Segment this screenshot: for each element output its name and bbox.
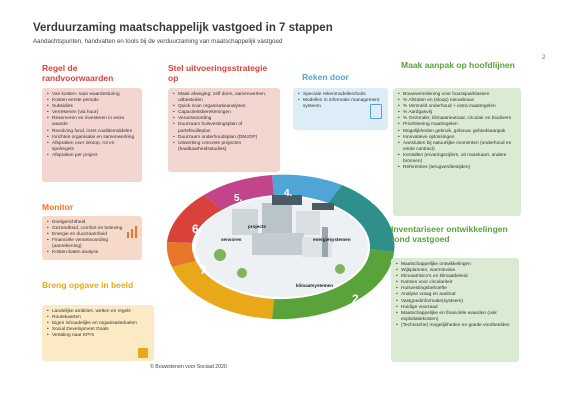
list-item: Kosten-baten analyse [47,250,137,256]
step-4-title: Reken door [302,72,349,82]
list-item: Routekaarten [47,315,149,321]
list-item: Kansen voor circulariteit [396,280,514,286]
list-item: Duurzaam huisvestingsplan of portefeuill… [173,122,275,134]
step-1-title: Breng opgave in beeld [42,280,134,290]
step-1-panel: Landelijke ambities, wetten en regels Ro… [42,305,154,361]
list-item: Kentallen (ervaringscijfers, uit routeka… [398,153,516,165]
list-item: Verrekenen (via huur) [47,110,137,116]
step-7-panel: Doelgerichtheid Gezondheid, comfort en b… [42,216,142,260]
list-item: Bouwverordening voor houssjaarklassen [398,92,516,98]
list-item: Duurzaam onderhoudsplan (DMJOP) [173,135,275,141]
list-item: Speciale rekenmodellen/tools [298,92,383,98]
list-item: Landelijke ambities, wetten en regels [47,309,149,315]
step-number-5: 5. [234,193,243,204]
step-number-6: 6. [192,222,203,236]
list-item: Uitwerking concrete projecten (haalbaarh… [173,141,275,153]
list-item: Maatschappelijke ontwikkelingen [396,262,514,268]
ring-segment-2 [272,249,394,320]
step-5-list: Maak afweging: zelf doen, samenwerken, u… [173,92,275,153]
step-number-2: 2. [352,292,363,306]
list-item: Financiële verantwoording (aanrekening) [47,238,137,250]
ring-segment-7 [166,242,196,267]
list-item: Eigen inhoudelijke en organisatiedoelen [47,321,149,327]
list-item: Social Development Goals [47,327,149,333]
list-item: % Aardgasvrij [398,110,516,116]
list-item: Afspraken per project [47,153,137,159]
step-3-list: Bouwverordening voor houssjaarklassen % … [398,92,516,171]
list-item: Doelgerichtheid [47,220,137,226]
step-3-panel: Bouwverordening voor houssjaarklassen % … [393,88,521,216]
list-item: Maatschappelijke en financiële waarden (… [396,311,514,323]
step-6-title: Regel de randvoorwaarden [42,63,114,83]
list-item: % Afstoten en (sloop) nieuwbouw [398,98,516,104]
cycle-ring [166,174,395,320]
step-2-panel: Maatschappelijke ontwikkelingen Wijkplan… [391,258,519,362]
ring-segment-6 [167,195,222,243]
list-item: Afspraken over inkoop, rol en spelregels [47,141,137,153]
step-1-list: Landelijke ambities, wetten en regels Ro… [47,309,149,340]
list-item: Wijkplannen, warmtevisie [396,268,514,274]
list-item: Mogelijkheden gebruik, gebouw, gebiedsaa… [398,129,516,135]
list-item: Subsidies [47,104,137,110]
step-2-list: Maatschappelijke ontwikkelingen Wijkplan… [396,262,514,329]
list-item: % Versneld onderhoud + extra maatregelen [398,104,516,110]
list-item: Gezondheid, comfort en beleving [47,226,137,232]
label-projects: projects [248,224,266,229]
list-item: Innovatieve oplossingen [398,135,516,141]
list-item: Kosten eerste periode [47,98,137,104]
list-item: Klimaatrisico’s en klimaatbeleid [396,274,514,280]
list-item: Vastgoedinformatie(systeem) [396,299,514,305]
step-5-title: Stel uitvoeringsstrategie op [168,63,268,83]
calendar-icon [138,348,148,358]
bar-chart-icon [127,226,137,238]
list-item: Quick scan organisatieanalyses [173,104,275,110]
list-item: Revolving fund, inzet coalitiemiddelen [47,129,137,135]
label-sensoren: sensoren [221,237,242,242]
list-item: Aansluiten bij natuurlijke momenten (ond… [398,141,516,153]
list-item: Referenties (terugverdientijden) [398,165,516,171]
step-number-1: 1. [155,288,166,302]
label-energiesystemen: energiesystemen [313,237,351,242]
step-6-list: Van kosten- naar waardesturing Kosten ee… [47,92,137,159]
copyright: © Bouwstenen voor Sociaal 2020 [150,364,227,370]
ring-segment-3 [328,185,395,252]
list-item: Reserveren en investeren in extra waarde [47,116,137,128]
list-item: Analyse vraag en aanbod [396,292,514,298]
list-item: Huisvestingsbehoefte [396,286,514,292]
list-item: Verantwoording [173,116,275,122]
list-item: Van kosten- naar waardesturing [47,92,137,98]
step-number-7: 7. [200,263,211,277]
list-item: Modellen in informatie management systee… [298,98,383,110]
list-item: Capaciteitsberekeningen [173,110,275,116]
list-item: Maak afweging: zelf doen, samenwerken, u… [173,92,275,104]
list-item: Prioritisering maatregelen [398,122,516,128]
list-item: Inrichten organisatie en samenwerking [47,135,137,141]
step-7-title: Monitor [42,202,74,212]
step-6-panel: Van kosten- naar waardesturing Kosten ee… [42,88,142,182]
list-item: (Technische) mogelijkheden en goede voor… [396,323,514,329]
ring-segment-5 [204,175,274,210]
step-number-4: 4. [284,188,293,199]
calculator-icon [370,104,382,119]
page-subtitle: Aandachtspunten, handvatten en tools bij… [33,38,283,45]
list-item: % Gezonder, klimaatneutraal, circulair e… [398,116,516,122]
ring-segment-1 [172,261,274,319]
step-number-3: 3. [371,193,382,207]
step-7-list: Doelgerichtheid Gezondheid, comfort en b… [47,220,137,257]
ring-segment-4 [272,174,342,203]
step-3-title: Maak aanpak op hoofdlijnen [401,60,515,70]
step-5-panel: Maak afweging: zelf doen, samenwerken, u… [168,88,280,172]
label-klimaatsystemen: klimaatsystemen [296,283,334,288]
page-number: 2 [542,55,546,61]
list-item: Vertaling naar KPI’s [47,333,149,339]
list-item: Energie en duurzaamheid [47,232,137,238]
page-title: Verduurzaming maatschappelijk vastgoed i… [33,22,333,34]
list-item: Huidige voorraad [396,305,514,311]
step-2-title: Inventariseer ontwikkelingen rond vastgo… [391,224,508,244]
step-4-list: Speciale rekenmodellen/tools Modellen in… [298,92,383,110]
step-4-panel: Speciale rekenmodellen/tools Modellen in… [293,88,388,130]
